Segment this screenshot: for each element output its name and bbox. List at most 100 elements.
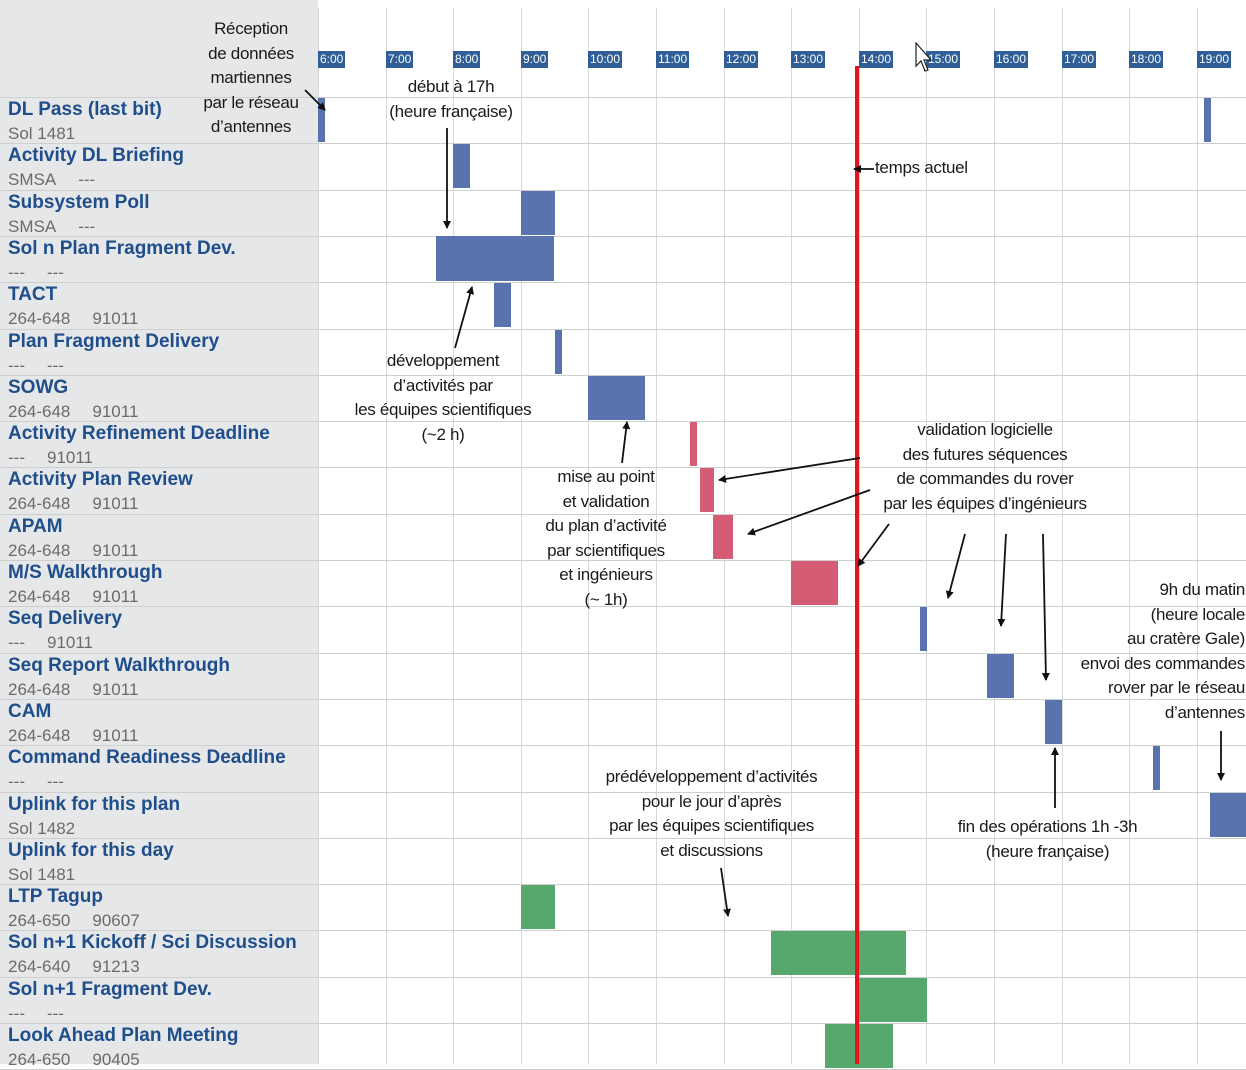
row-subtitle-part: 90405: [92, 1050, 140, 1069]
row-subtitle-part: ---: [78, 217, 96, 236]
activity-bar: [521, 191, 555, 235]
row-subtitle: Sol 1481: [8, 865, 97, 885]
row-subtitle-part: 91011: [92, 541, 139, 560]
row-title: TACT: [8, 284, 58, 305]
row-title: Plan Fragment Delivery: [8, 331, 220, 352]
hour-label: 16:00: [994, 51, 1029, 68]
row-subtitle-part: 91011: [92, 309, 139, 328]
row-separator: [0, 653, 1246, 654]
row-title: Seq Delivery: [8, 608, 123, 629]
row-title: Sol n+1 Kickoff / Sci Discussion: [8, 932, 297, 953]
annotation-line: par les équipes scientifiques: [609, 816, 814, 835]
activity-bar: [555, 330, 562, 374]
grid-vertical-line: [926, 8, 927, 1064]
activity-bar: [588, 376, 645, 420]
hour-label: 10:00: [588, 51, 623, 68]
annotation-line: pour le jour d’après: [641, 791, 782, 811]
annotation-line: mise au point: [557, 467, 655, 486]
activity-bar: [859, 978, 927, 1022]
hour-label: 19:00: [1197, 51, 1232, 68]
row-subtitle-part: Sol 1481: [8, 865, 76, 884]
annotation-line: par le réseau: [203, 92, 299, 112]
row-title: LTP Tagup: [8, 886, 103, 907]
activity-bar: [987, 654, 1014, 698]
grid-vertical-line: [386, 8, 387, 1064]
row-subtitle-part: ---: [8, 448, 25, 467]
row-separator: [0, 606, 1246, 607]
row-title: Sol n+1 Fragment Dev.: [8, 979, 212, 1000]
grid-vertical-line: [521, 8, 522, 1064]
row-subtitle-part: ---: [46, 772, 64, 791]
hour-label: 18:00: [1129, 51, 1164, 68]
hour-label: 7:00: [386, 51, 414, 68]
row-subtitle: ------: [8, 1004, 64, 1024]
grid-vertical-line: [588, 8, 589, 1064]
activity-bar: [1204, 98, 1211, 142]
row-separator: [0, 1023, 1246, 1024]
row-subtitle: ---91011: [8, 633, 93, 653]
row-subtitle: ------: [8, 772, 64, 792]
annotation-line: (heure française): [985, 841, 1110, 861]
row-separator: [0, 699, 1246, 700]
annotation-line: et validation: [562, 491, 650, 511]
annotation-line: (heure française): [389, 101, 513, 121]
activity-bar: [713, 515, 733, 559]
annotation-line: des futures séquences: [902, 444, 1068, 464]
grid-vertical-line: [656, 8, 657, 1064]
row-title: Look Ahead Plan Meeting: [8, 1025, 239, 1046]
row-separator: [0, 977, 1246, 978]
row-title: APAM: [8, 516, 63, 537]
grid-vertical-line: [791, 8, 792, 1064]
row-title: Command Readiness Deadline: [8, 747, 286, 768]
row-subtitle-part: Sol 1482: [8, 819, 76, 838]
activity-bar: [690, 422, 697, 466]
row-subtitle: ------: [8, 263, 64, 283]
row-subtitle-part: 264-648: [8, 680, 71, 699]
annotation-line: fin des opérations 1h -3h: [957, 817, 1138, 836]
row-subtitle: SMSA---: [8, 217, 95, 237]
row-separator: [0, 745, 1246, 746]
hour-label: 17:00: [1062, 51, 1097, 68]
row-subtitle-part: 91011: [46, 633, 93, 652]
annotation-line: par scientifiques: [547, 540, 665, 560]
row-subtitle-part: ---: [8, 356, 25, 375]
annotation-start-time: début à 17h(heure française): [385, 75, 517, 124]
activity-bar: [700, 468, 714, 512]
row-subtitle: Sol 1482: [8, 819, 97, 839]
hour-label: 15:00: [926, 51, 961, 68]
row-subtitle-part: 91011: [92, 587, 139, 606]
activity-bar: [436, 236, 554, 281]
row-title: Activity DL Briefing: [8, 145, 184, 166]
row-subtitle: ---91011: [8, 448, 93, 468]
row-subtitle: Sol 1481: [8, 124, 97, 144]
row-subtitle-part: ---: [46, 1004, 64, 1023]
row-subtitle-part: Sol 1481: [8, 124, 76, 143]
hour-label: 13:00: [791, 51, 826, 68]
grid-vertical-line: [318, 8, 319, 1064]
row-subtitle-part: 91213: [92, 957, 140, 976]
annotation-line: d’activités par: [393, 375, 493, 395]
row-title: Seq Report Walkthrough: [8, 655, 231, 676]
activity-bar: [1045, 700, 1062, 744]
annotation-line: rover par le réseau: [1108, 678, 1245, 697]
row-title: M/S Walkthrough: [8, 562, 163, 583]
row-subtitle-part: SMSA: [8, 170, 57, 189]
activity-bar: [825, 1024, 893, 1068]
row-separator: [0, 282, 1246, 283]
row-title: Sol n Plan Fragment Dev.: [8, 238, 236, 259]
row-separator: [0, 930, 1246, 931]
row-separator: [0, 467, 1246, 468]
row-separator: [0, 884, 1246, 885]
row-subtitle-part: 264-648: [8, 494, 71, 513]
hour-label: 12:00: [724, 51, 759, 68]
activity-bar: [453, 144, 470, 188]
hour-label: 14:00: [859, 51, 894, 68]
row-title: Uplink for this day: [8, 840, 174, 861]
